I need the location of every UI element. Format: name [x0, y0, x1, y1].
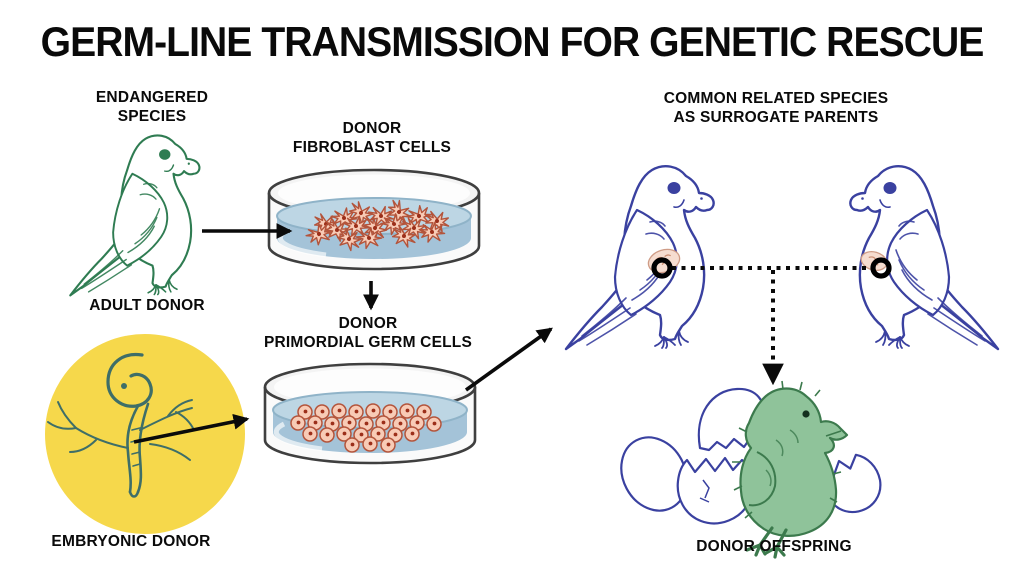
label-donor-primordial-germ-cells: DONOR PRIMORDIAL GERM CELLS	[264, 314, 472, 352]
germ-cell-dish-icon	[265, 364, 475, 463]
gonad-ring-right	[870, 257, 892, 279]
label-adult-donor-text: ADULT DONOR	[89, 297, 205, 314]
label-donor-pgc-line2: PRIMORDIAL GERM CELLS	[263, 334, 473, 351]
label-surrogates-line1: COMMON RELATED SPECIES	[663, 90, 889, 107]
label-embryonic-donor: EMBRYONIC DONOR	[51, 532, 210, 551]
label-donor-offspring-text: DONOR OFFSPRING	[696, 538, 852, 555]
surrogate-falcon-left	[564, 164, 715, 351]
label-endangered-species-line1: ENDANGERED	[95, 89, 209, 106]
label-endangered-species-line2: SPECIES	[117, 108, 187, 125]
two-blue-falcons-icon	[564, 164, 1000, 351]
label-embryonic-donor-text: EMBRYONIC DONOR	[51, 533, 211, 550]
gonad-ring-left	[651, 257, 673, 279]
label-donor-offspring: DONOR OFFSPRING	[696, 537, 851, 556]
page-title: GERM-LINE TRANSMISSION FOR GENETIC RESCU…	[40, 18, 985, 65]
label-endangered-species: ENDANGERED SPECIES	[96, 88, 208, 126]
label-donor-fibroblast-line1: DONOR	[342, 120, 402, 137]
arrow-embryo-to-germcells	[133, 413, 250, 444]
green-chick	[732, 380, 849, 559]
label-common-related-species: COMMON RELATED SPECIES AS SURROGATE PARE…	[664, 89, 889, 127]
embryo-in-yolk-icon	[45, 334, 245, 534]
label-adult-donor: ADULT DONOR	[89, 296, 205, 315]
hatching-green-chick-icon	[620, 380, 882, 559]
fibroblast-dish-icon	[269, 170, 479, 269]
arrow-germcells-to-surrogates	[464, 327, 553, 392]
green-falcon-icon	[69, 134, 201, 297]
label-donor-pgc-line1: DONOR	[338, 315, 398, 332]
label-donor-fibroblast-cells: DONOR FIBROBLAST CELLS	[293, 119, 451, 157]
label-surrogates-line2: AS SURROGATE PARENTS	[673, 109, 879, 126]
label-donor-fibroblast-line2: FIBROBLAST CELLS	[292, 139, 452, 156]
whole-egg	[620, 436, 688, 512]
